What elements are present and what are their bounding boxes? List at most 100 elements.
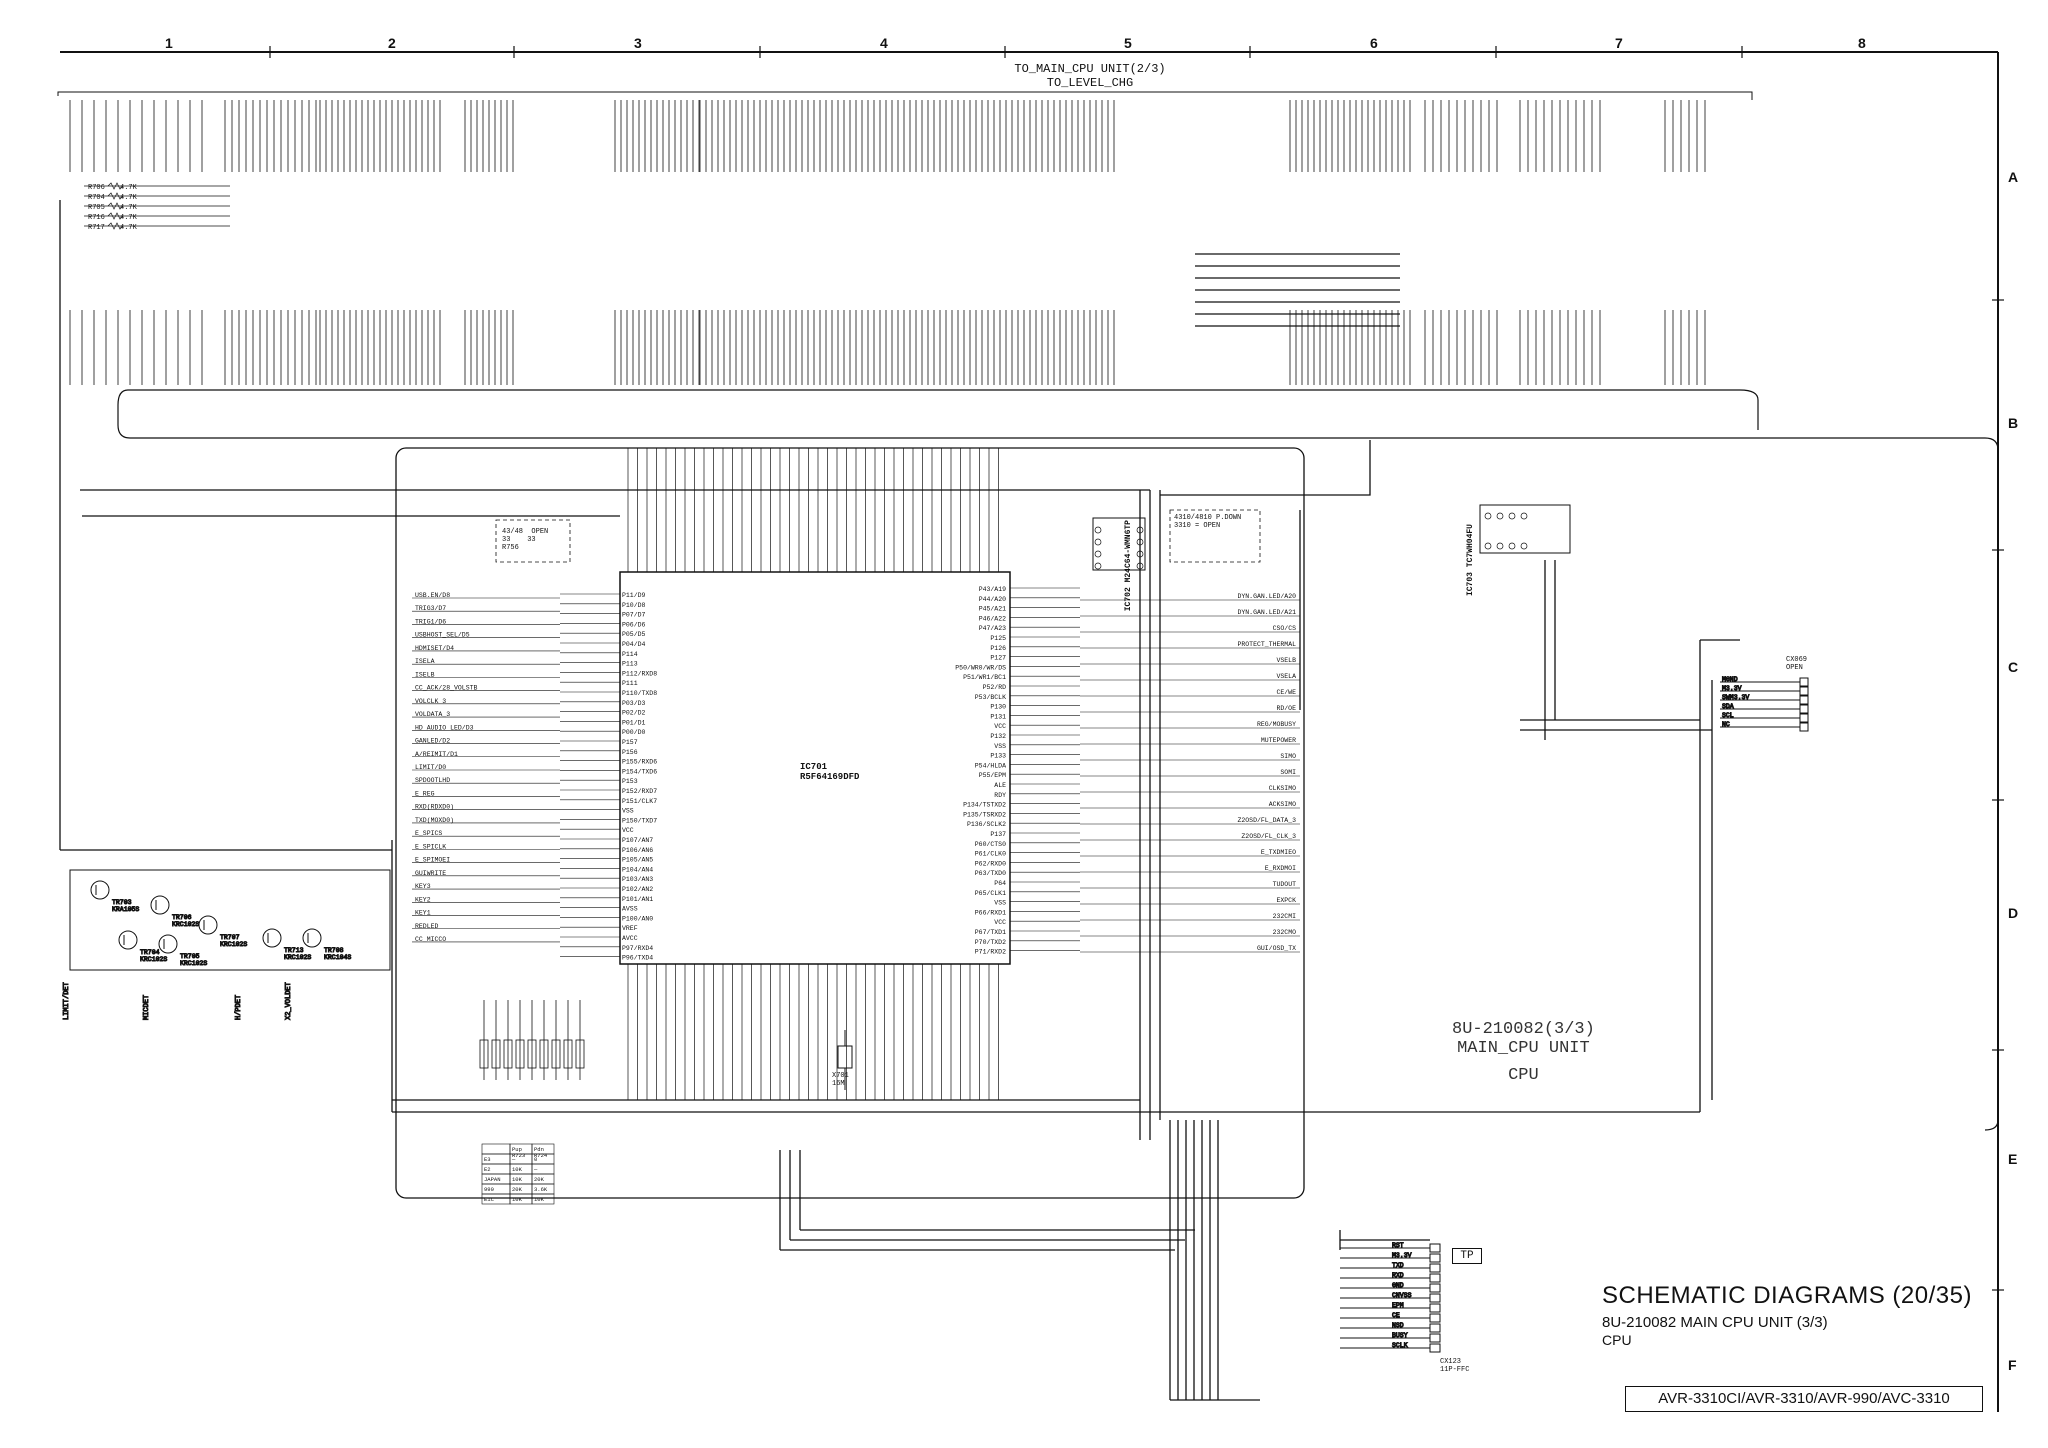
- resistor-ref: R705: [88, 204, 105, 212]
- pin-name: P60/CTS0: [975, 841, 1006, 848]
- capacitor: [491, 1039, 501, 1069]
- resistor-ref: R706: [88, 184, 105, 192]
- connector-pin: [1799, 695, 1809, 705]
- pin-name: P156: [622, 749, 638, 756]
- resistor-value: 4.7K: [120, 184, 138, 192]
- pin-name: P134/TSTXD2: [963, 802, 1006, 809]
- opt-row-1: 33: [502, 536, 511, 544]
- unit-label-line1: 8U-210082(3/3): [1452, 1020, 1595, 1039]
- connector-pin: [1799, 722, 1809, 732]
- pin-name: P104/AN4: [622, 866, 653, 873]
- row-label: F: [2008, 1357, 2017, 1373]
- pin-name: P65/CLK1: [975, 890, 1006, 897]
- ic702-part: M24C64-WMN6TP: [1124, 520, 1133, 583]
- net-label: E_SPICS: [415, 830, 442, 837]
- det-label: LIMIT/DET: [63, 982, 71, 1020]
- crystal-freq: 16M: [832, 1080, 845, 1088]
- connector-pin-name: NC: [1722, 721, 1730, 728]
- col-label: 3: [634, 35, 642, 51]
- pulldown-line2: 3310 = OPEN: [1174, 522, 1221, 530]
- pin-name: P126: [990, 645, 1006, 652]
- ic703-ref: IC703: [1466, 572, 1475, 597]
- ic703-part: TC7WH04FU: [1466, 524, 1475, 568]
- cx123-label: CX123 11P-FFC: [1440, 1358, 1469, 1374]
- table-text: 0: [534, 1156, 537, 1163]
- crystal-x701: [837, 1030, 853, 1090]
- table-text: Pdn: [534, 1146, 544, 1153]
- connector-pin: [1429, 1313, 1441, 1323]
- diagram-title: SCHEMATIC DIAGRAMS (20/35): [1602, 1282, 1972, 1309]
- top-signal-pins: [69, 100, 1706, 385]
- transistor-ref: TR705: [180, 953, 200, 960]
- net-label: SIMO: [1280, 753, 1296, 760]
- net-label: VSELB: [1276, 657, 1296, 664]
- opt-head-1: 43/48: [502, 528, 524, 536]
- pin-name: P45/A21: [979, 606, 1006, 613]
- opt-head-2: OPEN: [531, 528, 549, 536]
- connector-pin-name: SDA: [1722, 703, 1734, 710]
- net-label: EXPCK: [1276, 897, 1296, 904]
- cx069-label: CX069 OPEN: [1786, 656, 1807, 672]
- crystal-ref: X701: [832, 1072, 849, 1080]
- transistor-symbol: [302, 928, 322, 948]
- net-label: KEY2: [415, 896, 431, 903]
- connector-pin-name: CNVSS: [1392, 1292, 1412, 1299]
- net-label: ACKSIMO: [1269, 801, 1296, 808]
- capacitor: [563, 1039, 573, 1069]
- net-label: PROTECT_THERMAL: [1237, 641, 1296, 648]
- connector-pin: [1799, 713, 1809, 723]
- pin-name: P125: [990, 635, 1006, 642]
- resistor-ref: R704: [88, 194, 105, 202]
- opt-ref: R756: [502, 544, 519, 552]
- pin-name: P97/RXD4: [622, 945, 653, 952]
- capacitor-row: [479, 1000, 585, 1080]
- pin-name: P136/SCLK2: [967, 821, 1006, 828]
- col-label: 1: [165, 35, 173, 51]
- pin-name: P43/A19: [979, 586, 1006, 593]
- table-text: R723: [512, 1152, 525, 1159]
- pin-name: P127: [990, 655, 1006, 662]
- net-label: Z2OSD/FL_CLK_3: [1241, 833, 1296, 840]
- connector-pin: [1429, 1323, 1441, 1333]
- capacitor: [515, 1039, 525, 1069]
- pin-name: P55/EPM: [979, 772, 1006, 779]
- net-label: GANLED/D2: [415, 738, 450, 745]
- resistor-value: 4.7K: [120, 194, 138, 202]
- pin-name: P02/D2: [622, 710, 646, 717]
- unit-label-line3: CPU: [1508, 1066, 1539, 1085]
- pin-name: P137: [990, 831, 1006, 838]
- pin-name: P47/A23: [979, 625, 1006, 632]
- pin-name: P111: [622, 680, 638, 687]
- table-text: 20K: [512, 1186, 523, 1193]
- pin-name: P150/TXD7: [622, 817, 657, 824]
- transistor-ref: TR703: [112, 899, 132, 906]
- model-box: AVR-3310CI/AVR-3310/AVR-990/AVC-3310: [1625, 1386, 1983, 1412]
- net-label: LIMIT/D0: [415, 764, 446, 771]
- pin-name: P71/RXD2: [975, 949, 1006, 956]
- pin-name: P50/WR0/WR/DS: [955, 664, 1006, 671]
- transistor-ref: TR706: [172, 914, 192, 921]
- unit-label-line2: MAIN_CPU UNIT: [1457, 1039, 1590, 1058]
- ic701-label: IC701 R5F64169DFD: [800, 762, 859, 782]
- pin-name: P133: [990, 753, 1006, 760]
- pin-name: P00/D0: [622, 729, 646, 736]
- pin-name: P106/AN6: [622, 847, 653, 854]
- resistor-ref: R716: [88, 214, 105, 222]
- pin-name: P155/RXD6: [622, 759, 657, 766]
- ic703-label: IC703 TC7WH04FU: [1466, 524, 1475, 596]
- transistor-symbol: [158, 934, 178, 954]
- col-label: 2: [388, 35, 396, 51]
- net-label: CSO/CS: [1273, 625, 1297, 632]
- pin-name: P03/D3: [622, 700, 646, 707]
- ic703-gate: [1479, 504, 1571, 554]
- transistor-part: KRC102S: [220, 941, 247, 948]
- pin-name: P64: [994, 880, 1006, 887]
- pulldown-note: 4310/4810 P.DOWN 3310 = OPEN: [1174, 514, 1241, 530]
- resistor-value: 4.7K: [120, 224, 138, 232]
- table-text: 990: [484, 1186, 494, 1193]
- pin-name: VCC: [994, 723, 1006, 730]
- crystal-label: X701 16M: [832, 1072, 849, 1088]
- connector-pin-name: RST: [1392, 1242, 1404, 1249]
- pin-name: P62/RXD0: [975, 860, 1006, 867]
- pin-name: P102/AN2: [622, 886, 653, 893]
